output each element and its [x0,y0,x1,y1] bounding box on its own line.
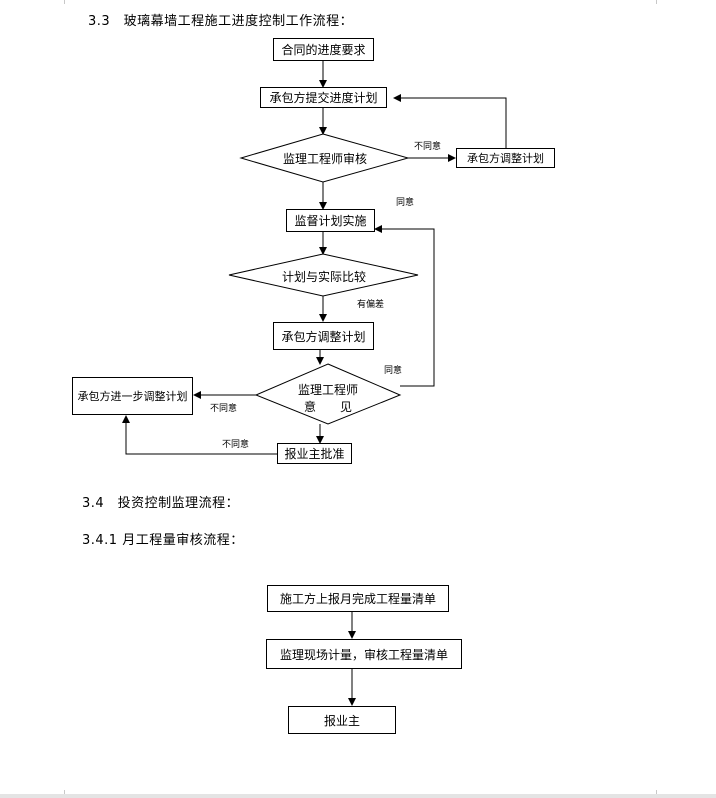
edge-label-disagree: 不同意 [222,440,250,450]
edge-label-disagree: 不同意 [414,142,442,152]
adjust-plan-box-2: 承包方调整计划 [273,322,374,350]
further-adjust-box: 承包方进一步调整计划 [72,377,193,415]
supervise-plan-box: 监督计划实施 [286,209,375,232]
report-owner-approval-box: 报业主批准 [277,443,352,464]
review-decision-diamond [239,133,410,183]
edge-label-agree: 同意 [384,366,403,376]
edge-label-agree: 同意 [396,198,415,208]
section-heading-3-4-1: 3.4.1 月工程量审核流程： [82,533,244,548]
page-bottom-edge [0,794,716,798]
report-monthly-quantity-box: 施工方上报月完成工程量清单 [267,585,449,612]
report-owner-box: 报业主 [288,706,396,734]
site-measurement-box: 监理现场计量，审核工程量清单 [266,639,462,669]
opinion-decision-label-line1: 监理工程师 [297,383,358,397]
contract-requirement-box: 合同的进度要求 [273,38,374,61]
page-corner-mark [656,0,665,4]
submit-plan-box: 承包方提交进度计划 [260,87,387,108]
page-corner-mark [64,0,73,4]
opinion-decision-label-line2: 意 见 [303,400,352,414]
compare-decision-diamond [228,253,419,297]
compare-decision-label: 计划与实际比较 [281,270,366,284]
section-heading-3-3: 3.3 玻璃幕墙工程施工进度控制工作流程： [88,14,354,29]
opinion-decision-diamond [254,363,402,425]
review-decision-label: 监理工程师审核 [283,152,368,166]
adjust-plan-box-1: 承包方调整计划 [456,148,555,168]
edge-label-deviation: 有偏差 [357,300,385,310]
section-heading-3-4: 3.4 投资控制监理流程： [82,496,240,511]
edge-label-disagree: 不同意 [210,404,238,414]
